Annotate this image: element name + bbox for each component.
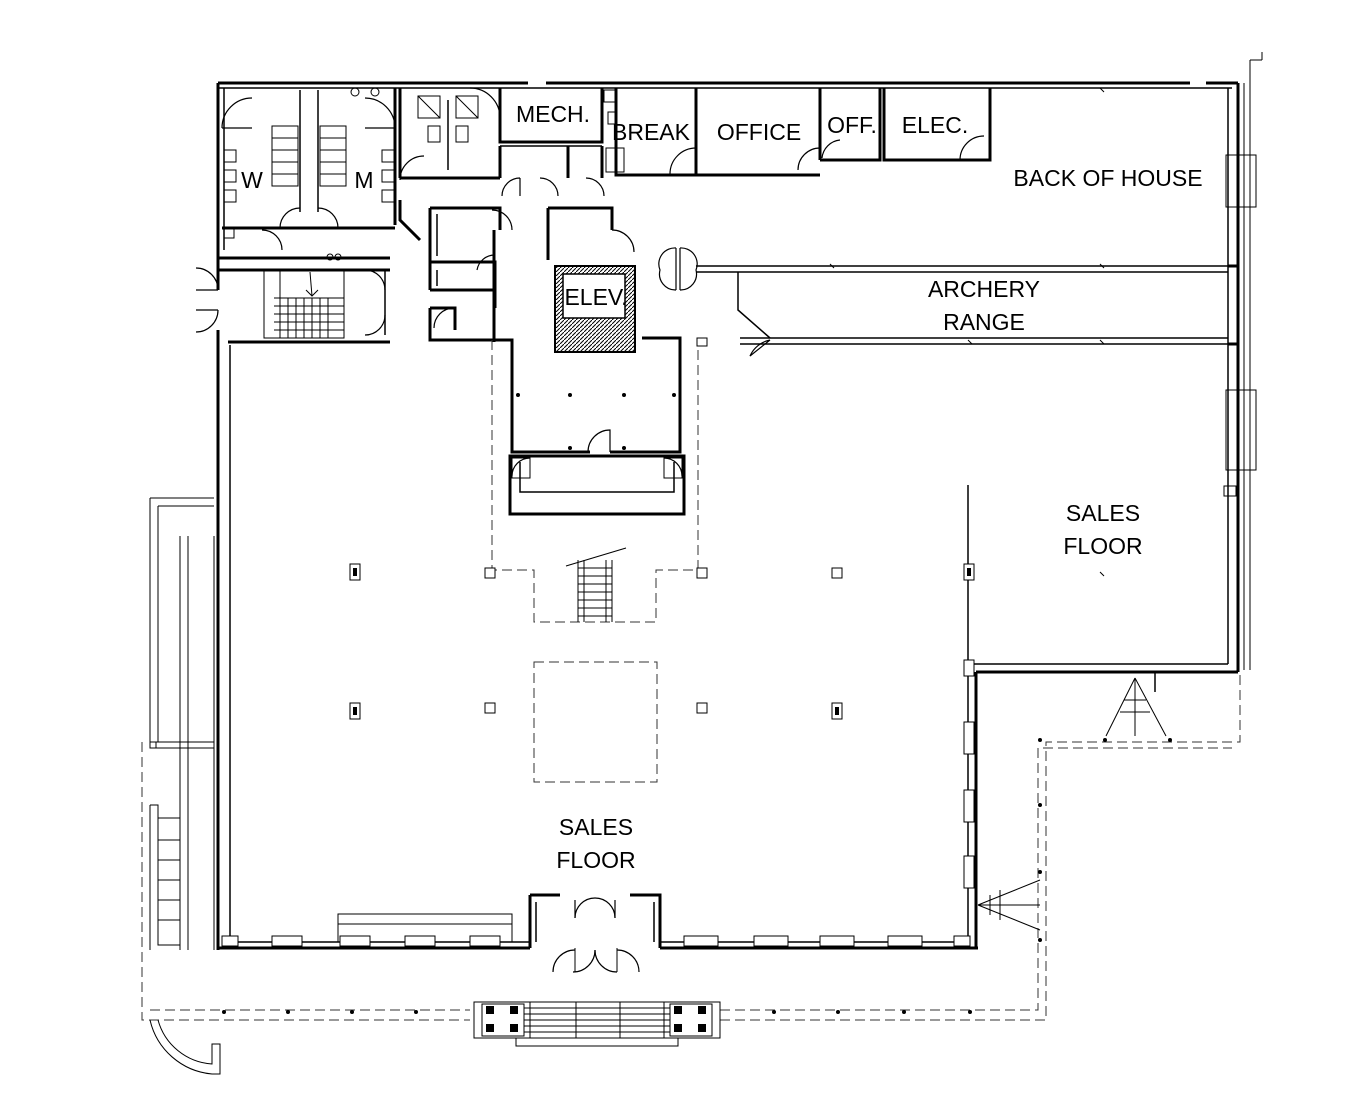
east-entry bbox=[977, 672, 1167, 931]
label-office: OFFICE bbox=[717, 119, 801, 145]
label-men: M bbox=[354, 167, 373, 193]
label-break: BREAK bbox=[612, 119, 691, 145]
archery-range bbox=[696, 264, 1238, 357]
label-elec: ELEC. bbox=[902, 112, 968, 138]
label-mech: MECH. bbox=[516, 101, 590, 127]
central-core bbox=[428, 206, 698, 516]
columns bbox=[349, 87, 1105, 889]
label-back-of-house: BACK OF HOUSE bbox=[1013, 165, 1202, 191]
west-porch bbox=[141, 497, 1241, 1075]
front-steps bbox=[473, 1001, 721, 1047]
label-sales-right-line2: FLOOR bbox=[1063, 533, 1142, 559]
overhead-outlines bbox=[491, 340, 699, 783]
storefront bbox=[221, 893, 971, 973]
label-archery-line2: RANGE bbox=[943, 309, 1025, 335]
label-archery-line1: ARCHERY bbox=[928, 276, 1040, 302]
label-women: W bbox=[241, 167, 263, 193]
service-rooms bbox=[195, 87, 992, 344]
label-off: OFF. bbox=[827, 112, 877, 138]
room-labels: MECH. BREAK OFFICE OFF. ELEC. BACK OF HO… bbox=[241, 101, 1202, 873]
label-elev: ELEV. bbox=[564, 284, 627, 310]
label-sales-right-line1: SALES bbox=[1066, 500, 1140, 526]
label-sales-main-line1: SALES bbox=[559, 814, 633, 840]
label-sales-main-line2: FLOOR bbox=[556, 847, 635, 873]
